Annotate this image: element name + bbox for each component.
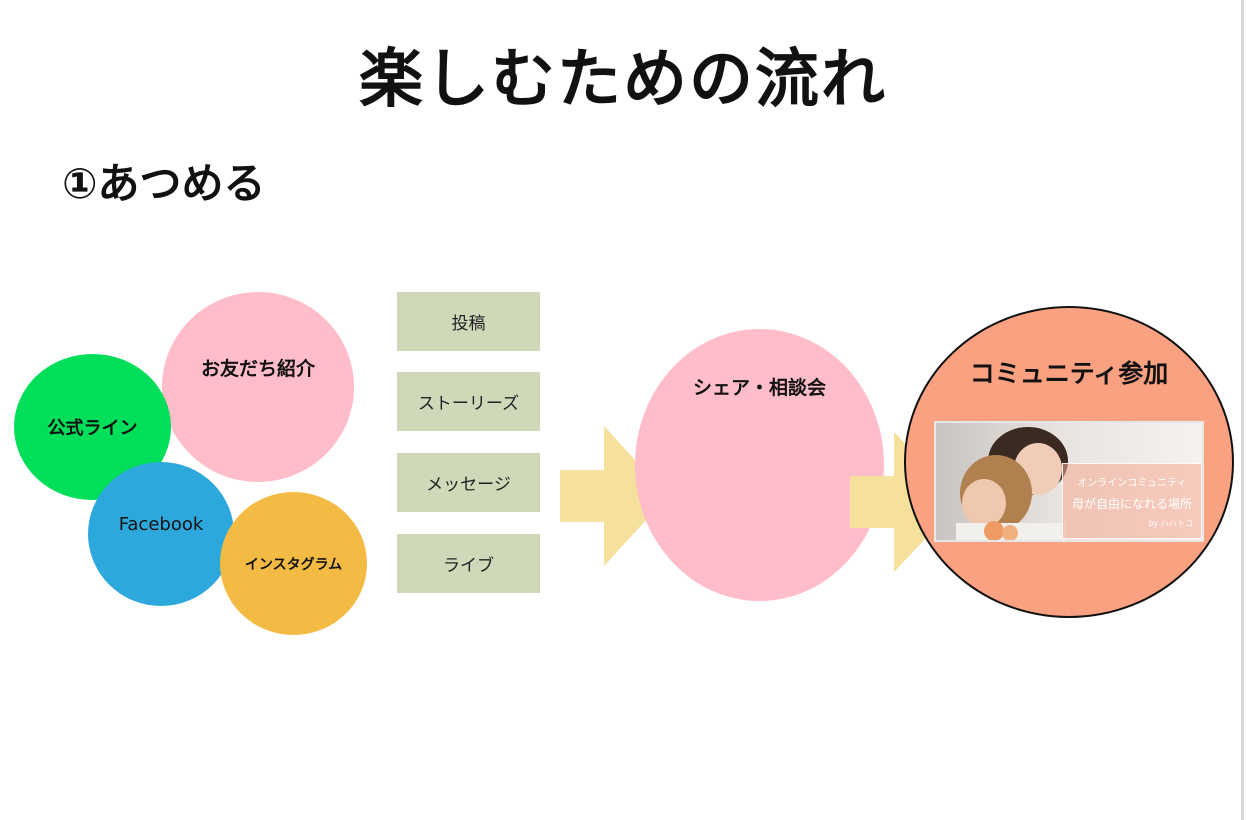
official-line-circle: 公式ライン <box>14 354 171 500</box>
page-edge <box>1241 0 1244 820</box>
action-box-stories: ストーリーズ <box>397 372 540 431</box>
action-box-post: 投稿 <box>397 292 540 351</box>
arrow-right-2 <box>850 432 960 572</box>
share-consultation-circle: シェア・相談会 <box>635 329 884 601</box>
section-title: ①あつめる <box>62 159 266 208</box>
banner-line-2: 母が自由になれる場所 <box>1071 497 1192 511</box>
action-box-live: ライブ <box>397 534 540 593</box>
banner-line-3: by ハハトコ <box>1148 519 1193 528</box>
banner-caption: オンラインコミュニティ 母が自由になれる場所 by ハハトコ <box>1062 463 1202 539</box>
mother-daughter-photo <box>936 423 1202 540</box>
community-banner-image: オンラインコミュニティ 母が自由になれる場所 by ハハトコ <box>934 421 1204 542</box>
banner-line-1: オンラインコミュニティ <box>1077 478 1187 489</box>
page-title: 楽しむための流れ <box>359 43 887 117</box>
instagram-circle: インスタグラム <box>220 492 367 635</box>
action-box-message: メッセージ <box>397 453 540 512</box>
friends-referral-circle: お友だち紹介 <box>162 292 354 482</box>
facebook-circle: Facebook <box>88 462 234 606</box>
arrow-right-1 <box>560 426 668 566</box>
